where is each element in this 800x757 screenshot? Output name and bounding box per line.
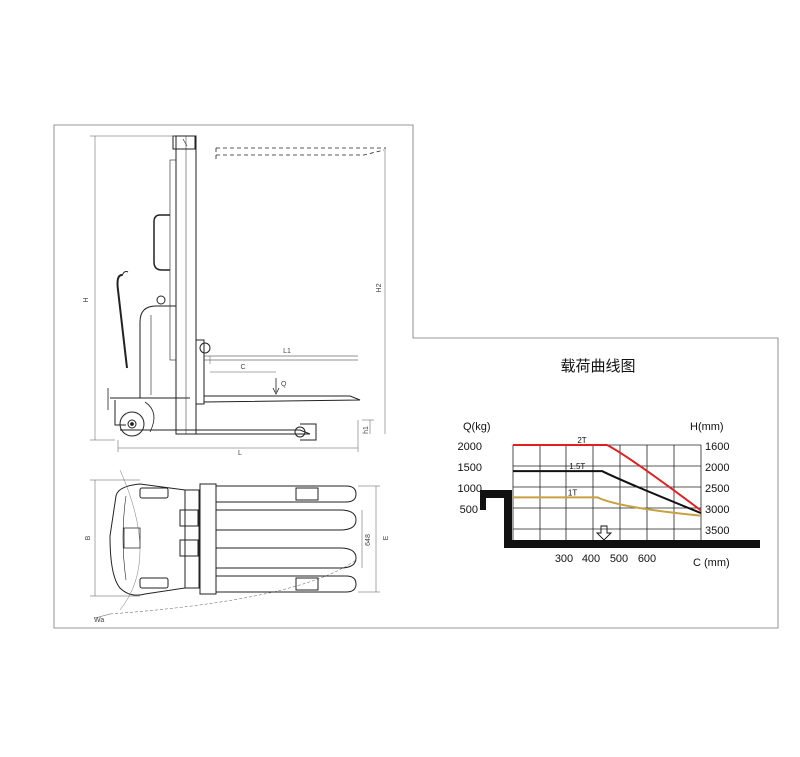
dim-label-L1: L1 xyxy=(283,348,291,355)
y-tick-left-500: 500 xyxy=(460,504,478,516)
dim-label-Q: Q xyxy=(281,381,287,388)
y-tick-left-1000: 1000 xyxy=(458,483,482,495)
dim-label-B: B xyxy=(85,535,92,540)
frame-border xyxy=(53,124,779,629)
y-tick-right-1600: 1600 xyxy=(705,441,729,453)
x-tick-600: 600 xyxy=(638,553,656,565)
down-arrow-icon xyxy=(595,525,613,541)
x-tick-500: 500 xyxy=(610,553,628,565)
side-view-drawing xyxy=(107,135,386,441)
y-axis-right-label: H(mm) xyxy=(690,421,724,433)
series-line-1t xyxy=(513,496,702,517)
dim-label-C: C xyxy=(240,364,245,371)
dim-label-L: L xyxy=(238,450,242,457)
fork-symbol xyxy=(480,490,760,548)
y-tick-left-1500: 1500 xyxy=(458,462,482,474)
chart-title: 载荷曲线图 xyxy=(560,357,635,375)
dim-label-h1: h1 xyxy=(363,426,370,434)
chart-series-layer: 2T 1.5T 1T xyxy=(513,436,702,517)
series-line-1-5t xyxy=(513,470,702,515)
dim-label-H: H xyxy=(83,297,90,302)
y-tick-right-3000: 3000 xyxy=(705,504,729,516)
top-view-dimension-lines xyxy=(90,469,380,619)
dim-label-E: E xyxy=(383,535,390,540)
series-label-1t: 1T xyxy=(568,488,577,497)
dim-label-Wa: Wa xyxy=(94,617,104,624)
x-tick-300: 300 xyxy=(555,553,573,565)
series-line-2t xyxy=(513,444,702,512)
dim-label-W: 648 xyxy=(365,534,372,546)
x-tick-400: 400 xyxy=(582,553,600,565)
y-axis-left-label: Q(kg) xyxy=(463,421,491,433)
y-tick-right-2500: 2500 xyxy=(705,483,729,495)
top-view-drawing xyxy=(109,483,357,596)
dim-label-H2: H2 xyxy=(376,283,383,292)
side-view-dimension-lines xyxy=(90,135,386,452)
y-tick-left-2000: 2000 xyxy=(458,441,482,453)
y-tick-right-2000: 2000 xyxy=(705,462,729,474)
series-label-1-5t: 1.5T xyxy=(569,462,585,471)
x-axis-label: C (mm) xyxy=(693,557,730,569)
y-tick-right-3500: 3500 xyxy=(705,525,729,537)
series-label-2t: 2T xyxy=(577,436,586,445)
